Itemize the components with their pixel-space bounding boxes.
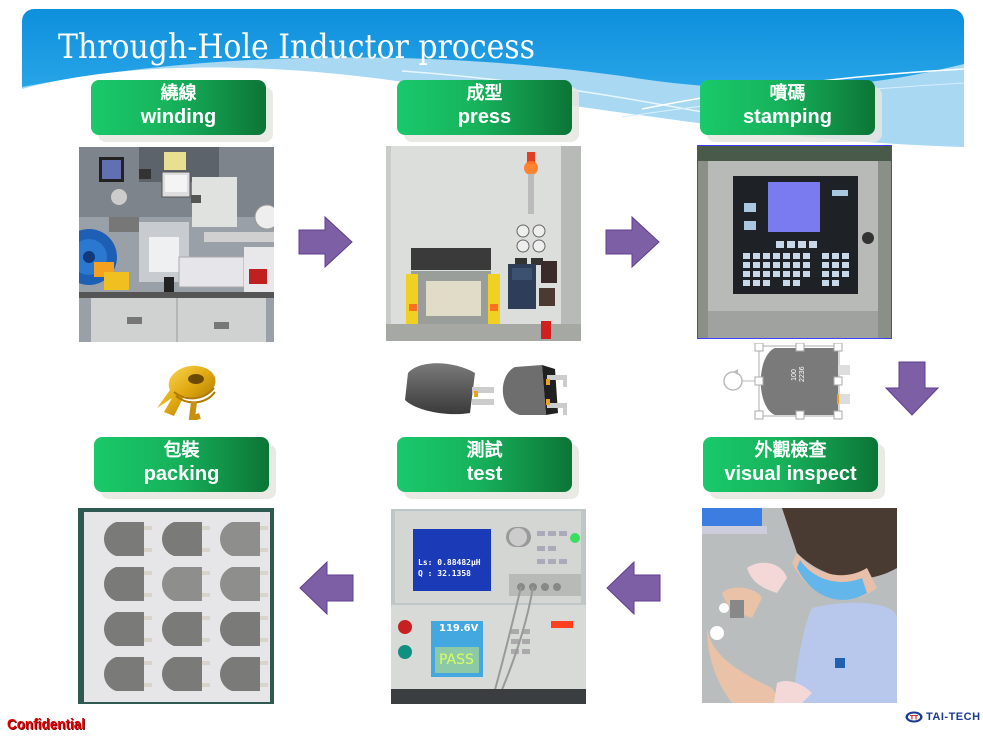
step-label-visual-inspect: 外觀檢查 visual inspect — [703, 437, 878, 492]
arrow-down-icon — [884, 361, 940, 416]
lcr-readout: Ls: 0.88482µH Q : 32.1358 — [418, 557, 481, 579]
step-label-test: 測試 test — [397, 437, 572, 492]
inkjet-printer-photo — [697, 145, 892, 339]
pressed-inductor-icon — [400, 355, 580, 420]
marking-line-2: 2236 — [799, 366, 806, 382]
arrow-left-icon — [606, 561, 661, 615]
packed-inductor — [220, 567, 268, 601]
slide-title: Through-Hole Inductor process — [58, 27, 536, 67]
step-label-en: packing — [143, 463, 220, 485]
packed-inductor — [220, 522, 268, 556]
step-label-zh: 外觀檢查 — [754, 440, 827, 461]
test-result: PASS — [439, 652, 474, 668]
step-label-press: 成型 press — [397, 80, 572, 135]
packed-inductor — [104, 657, 152, 691]
step-label-zh: 包裝 — [163, 440, 200, 461]
packed-inductor — [162, 567, 210, 601]
marking-line-1: 100 — [791, 369, 798, 381]
svg-text:TT: TT — [910, 715, 919, 722]
packed-inductor — [220, 657, 268, 691]
step-label-zh: 成型 — [466, 83, 503, 104]
step-label-zh: 噴碼 — [769, 83, 806, 104]
confidential-label: Confidential — [7, 716, 86, 733]
coil-winding-icon — [152, 358, 222, 422]
q-value: Q : 32.1358 — [418, 569, 471, 578]
step-label-zh: 測試 — [466, 440, 503, 461]
step-label-en: visual inspect — [724, 463, 857, 485]
packed-inductor — [220, 612, 268, 646]
packed-inductor — [162, 657, 210, 691]
step-label-en: test — [466, 463, 503, 485]
step-label-stamping: 噴碼 stamping — [700, 80, 875, 135]
logo-text: TAI-TECH — [926, 711, 981, 723]
packed-inductor — [162, 612, 210, 646]
step-label-en: stamping — [743, 106, 832, 128]
step-label-packing: 包裝 packing — [94, 437, 269, 492]
packing-tray-photo — [78, 508, 274, 704]
step-label-zh: 繞線 — [160, 83, 197, 104]
arrow-right-icon — [298, 216, 353, 268]
visual-inspection-photo — [702, 508, 897, 703]
step-label-en: press — [457, 106, 512, 128]
packed-inductor — [104, 612, 152, 646]
inductor-marking: 100 2236 — [791, 366, 807, 382]
step-label-en: winding — [140, 106, 217, 128]
company-logo: TT TAI-TECH — [905, 711, 981, 723]
tai-tech-logo-icon: TT — [905, 711, 923, 723]
inductance-value: Ls: 0.88482µH — [418, 558, 481, 567]
arrow-right-icon — [605, 216, 660, 268]
voltage-value: 119.6V — [439, 623, 479, 634]
packed-inductor — [162, 522, 210, 556]
rotate-handle-icon — [723, 371, 743, 391]
arrow-left-icon — [299, 561, 354, 615]
press-machine-photo — [386, 146, 581, 341]
packed-inductor — [104, 522, 152, 556]
packed-inductor — [104, 567, 152, 601]
winding-machine-photo — [79, 147, 274, 342]
test-equipment-photo: Ls: 0.88482µH Q : 32.1358 119.6V PASS — [391, 509, 586, 704]
step-label-winding: 繞線 winding — [91, 80, 266, 135]
marked-inductor-icon: 100 2236 — [720, 342, 852, 423]
